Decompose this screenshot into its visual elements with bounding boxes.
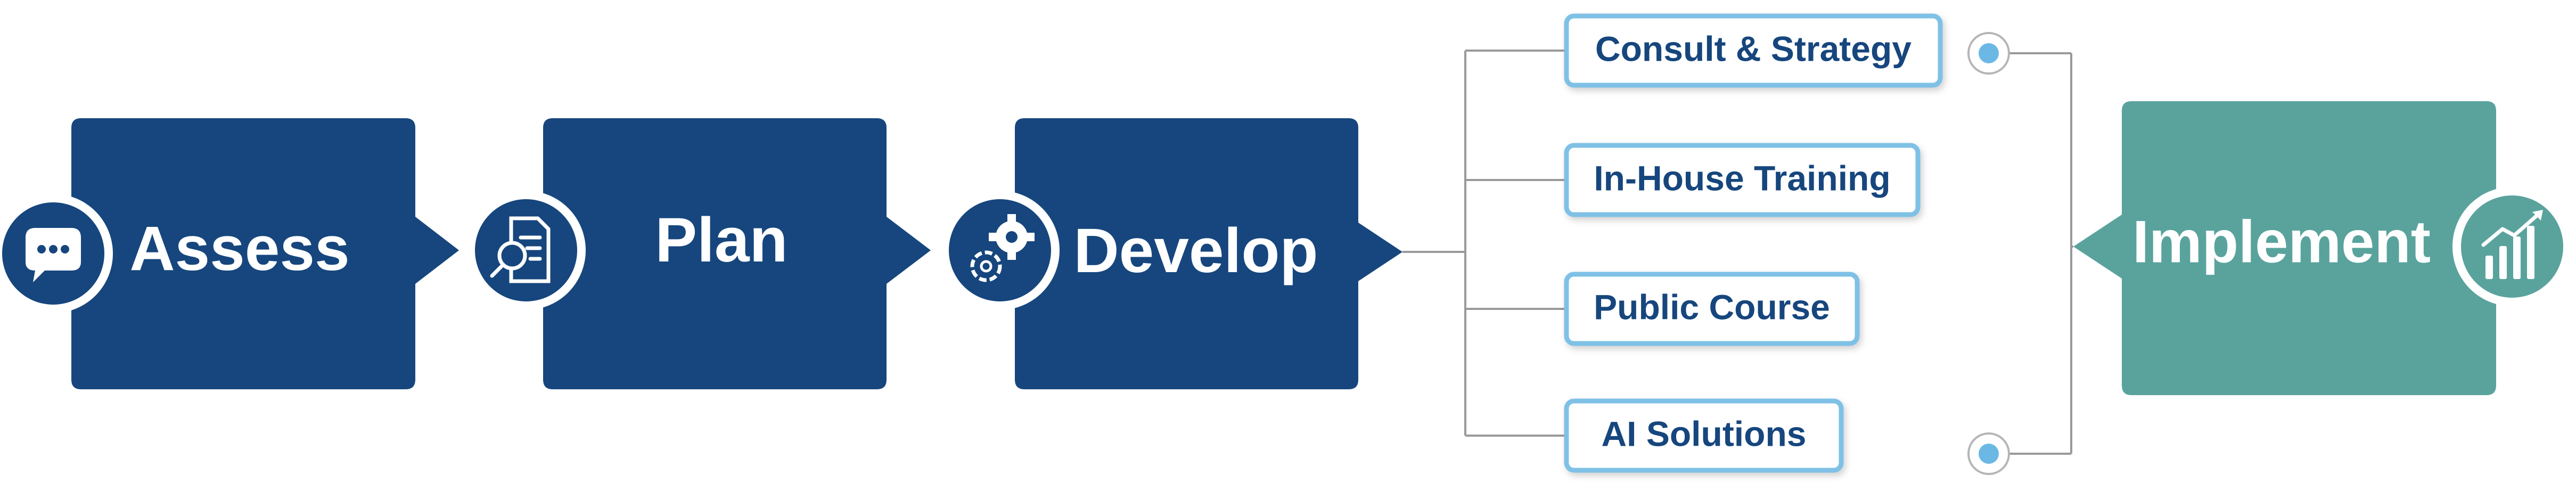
step-assess-box: [71, 118, 459, 389]
option-consult-strategy-label: Consult & Strategy: [1595, 29, 1912, 68]
option-in-house-training: In-House Training: [1564, 143, 1921, 217]
step-assess: Assess: [0, 118, 459, 389]
step-plan: Plan: [466, 118, 931, 389]
option-in-house-training-box: [1564, 143, 1921, 217]
chat-bubble-icon: [26, 228, 81, 282]
step-plan-label: Plan: [655, 205, 787, 275]
option-ai-solutions-label: AI Solutions: [1602, 414, 1807, 453]
option-consult-strategy: Consult & Strategy: [1564, 13, 1943, 88]
step-implement-label: Implement: [2132, 209, 2431, 275]
option-in-house-training-label: In-House Training: [1594, 158, 1890, 198]
document-search-icon: [490, 216, 551, 283]
option-public-course-label: Public Course: [1594, 287, 1830, 326]
step-assess-label: Assess: [129, 214, 349, 284]
connector-dot-top: [1967, 32, 2010, 75]
step-develop-box: [1015, 118, 1402, 389]
step-plan-box: [543, 118, 931, 389]
option-consult-strategy-box: [1564, 13, 1943, 88]
option-public-course-box: [1564, 272, 1860, 346]
gears-icon: [970, 214, 1035, 282]
step-implement: Implement: [2073, 101, 2572, 395]
step-develop: Develop: [940, 118, 1402, 389]
step-implement-icon-disc: [2461, 195, 2563, 298]
option-public-course: Public Course: [1564, 272, 1860, 346]
right-connector: [2009, 52, 2073, 455]
option-ai-solutions-box: [1564, 398, 1844, 473]
step-develop-label: Develop: [1073, 216, 1318, 286]
option-ai-solutions: AI Solutions: [1564, 398, 1844, 473]
connector-dot-bottom: [1967, 432, 2010, 475]
step-implement-box: [2073, 101, 2496, 395]
growth-chart-icon: [2481, 210, 2543, 279]
step-develop-icon-disc: [949, 199, 1051, 301]
step-plan-icon-disc: [475, 199, 577, 301]
left-connector: [1402, 50, 1566, 437]
